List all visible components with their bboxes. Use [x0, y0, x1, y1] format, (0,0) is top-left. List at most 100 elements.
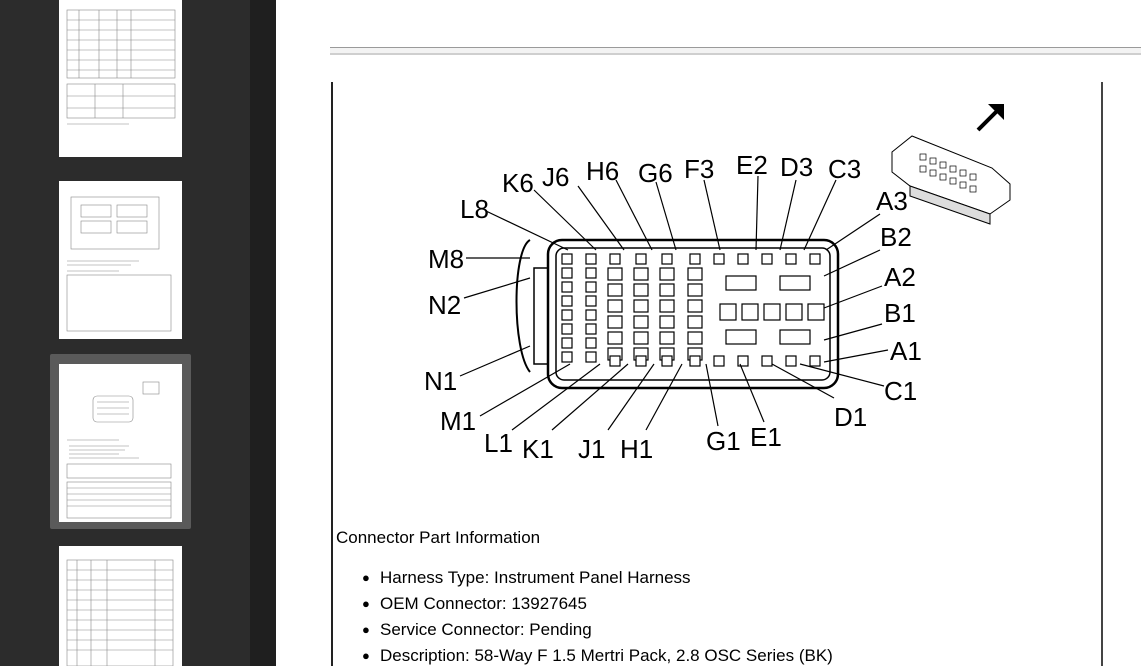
- callout-lines: [459, 175, 889, 431]
- label-n2: N2: [428, 290, 461, 320]
- terminal-cavity: [659, 315, 675, 329]
- terminal-cavity: [659, 299, 675, 313]
- label-a3: A3: [876, 186, 908, 216]
- terminal-cavity: [609, 253, 621, 265]
- label-g6: G6: [638, 158, 673, 188]
- label-b2: B2: [880, 222, 912, 252]
- terminal-cavity: [809, 253, 821, 265]
- terminal-cavity: [633, 299, 649, 313]
- info-item-service-connector: ●Service Connector: Pending: [362, 620, 592, 639]
- page-thumbnail-1[interactable]: [59, 0, 182, 157]
- terminal-cavity: [635, 355, 647, 367]
- terminal-cavity: [607, 315, 623, 329]
- terminal-cavity: [737, 253, 749, 265]
- connector-info-list: ●Harness Type: Instrument Panel Harness …: [362, 568, 833, 666]
- connector-perspective-icon: [891, 104, 1011, 225]
- terminal-cavity: [741, 303, 759, 321]
- pin-labels: L8 K6 J6 H6 G6 F3 E2 D3 C3 M8 N2 N1 M1 A…: [424, 150, 922, 464]
- terminal-cavity: [607, 267, 623, 281]
- label-a2: A2: [884, 262, 916, 292]
- terminal-cavity: [633, 267, 649, 281]
- terminal-cavity: [561, 295, 573, 307]
- terminal-cavity: [561, 281, 573, 293]
- terminal-cavity: [659, 267, 675, 281]
- label-d3: D3: [780, 152, 813, 182]
- terminal-cavity: [761, 355, 773, 367]
- terminal-cavity: [659, 283, 675, 297]
- page-thumbnail-3[interactable]: [59, 364, 182, 522]
- sidebar-scrollbar-track[interactable]: [250, 0, 276, 666]
- terminal-cavity: [633, 283, 649, 297]
- terminal-cavity: [687, 315, 703, 329]
- terminal-cavity: [561, 337, 573, 349]
- page-thumbnail-4[interactable]: [59, 546, 182, 666]
- terminal-cavity: [785, 253, 797, 265]
- terminal-cavity: [561, 351, 573, 363]
- page-top-rule: [330, 47, 1141, 55]
- connector-body: [515, 238, 840, 390]
- terminal-cavity: [585, 337, 597, 349]
- label-e1: E1: [750, 422, 782, 452]
- terminal-cavity: [585, 309, 597, 321]
- connector-diagram: L8 K6 J6 H6 G6 F3 E2 D3 C3 M8 N2 N1 M1 A…: [420, 100, 1100, 470]
- terminal-cavity: [661, 253, 673, 265]
- label-h1: H1: [620, 434, 653, 464]
- info-item-text: Description: 58-Way F 1.5 Mertri Pack, 2…: [380, 646, 833, 665]
- label-d1: D1: [834, 402, 867, 432]
- info-item-text: Service Connector: Pending: [380, 620, 592, 639]
- terminal-cavity: [725, 275, 757, 291]
- terminal-cavity: [661, 355, 673, 367]
- label-j1: J1: [578, 434, 605, 464]
- label-f3: F3: [684, 154, 714, 184]
- terminal-cavity: [725, 329, 757, 345]
- content-frame-left: [331, 82, 333, 666]
- label-k6: K6: [502, 168, 534, 198]
- terminal-cavity: [785, 355, 797, 367]
- terminal-cavity: [807, 303, 825, 321]
- terminal-cavity: [689, 253, 701, 265]
- info-item-oem-connector: ●OEM Connector: 13927645: [362, 594, 587, 613]
- terminal-cavity: [585, 351, 597, 363]
- info-item-text: OEM Connector: 13927645: [380, 594, 587, 613]
- page-thumbnail-2[interactable]: [59, 181, 182, 339]
- terminal-cavity: [609, 355, 621, 367]
- terminal-cavity: [607, 299, 623, 313]
- terminal-cavity: [719, 303, 737, 321]
- terminal-cavity: [687, 331, 703, 345]
- label-l8: L8: [460, 194, 489, 224]
- terminal-cavity: [689, 355, 701, 367]
- terminal-cavity: [785, 303, 803, 321]
- label-k1: K1: [522, 434, 554, 464]
- terminal-cavity: [687, 283, 703, 297]
- terminal-cavity: [585, 253, 597, 265]
- label-g1: G1: [706, 426, 741, 456]
- thumbnail-sidebar: [0, 0, 250, 666]
- terminal-cavity: [585, 295, 597, 307]
- label-n1: N1: [424, 366, 457, 396]
- terminal-cavity: [687, 299, 703, 313]
- terminal-cavity: [779, 329, 811, 345]
- label-c1: C1: [884, 376, 917, 406]
- label-m8: M8: [428, 244, 464, 274]
- terminal-cavity: [561, 309, 573, 321]
- terminal-cavity: [737, 355, 749, 367]
- terminal-cavity: [585, 323, 597, 335]
- terminal-cavity: [687, 267, 703, 281]
- terminal-cavity: [607, 331, 623, 345]
- terminal-cavity: [585, 267, 597, 279]
- terminal-cavity: [761, 253, 773, 265]
- label-e2: E2: [736, 150, 768, 180]
- connector-info-title: Connector Part Information: [336, 528, 541, 547]
- terminal-cavity: [607, 283, 623, 297]
- label-m1: M1: [440, 406, 476, 436]
- terminal-cavity: [659, 331, 675, 345]
- label-j6: J6: [542, 162, 569, 192]
- label-c3: C3: [828, 154, 861, 184]
- label-b1: B1: [884, 298, 916, 328]
- terminal-cavity: [561, 323, 573, 335]
- terminal-grid: [561, 253, 825, 367]
- terminal-cavity: [779, 275, 811, 291]
- terminal-cavity: [809, 355, 821, 367]
- label-h6: H6: [586, 156, 619, 186]
- info-item-description: ●Description: 58-Way F 1.5 Mertri Pack, …: [362, 646, 833, 665]
